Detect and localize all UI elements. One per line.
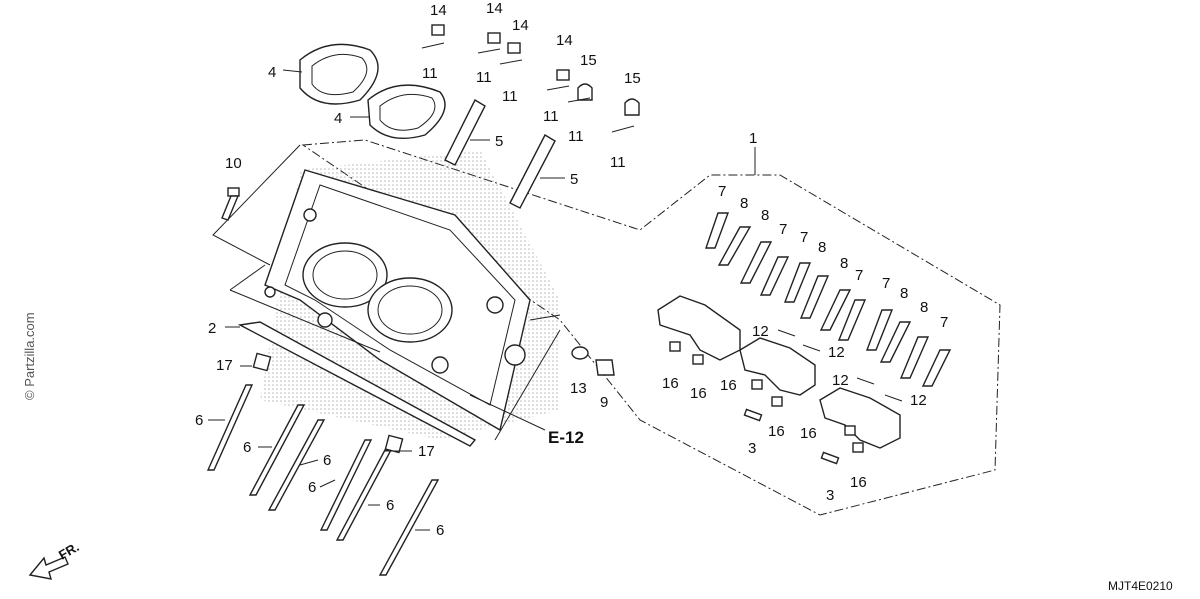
camshaft-holders <box>657 295 903 465</box>
callout-16: 16 <box>800 425 817 442</box>
callout-12: 12 <box>752 323 769 340</box>
callout-4: 4 <box>334 110 342 127</box>
callout-11: 11 <box>502 88 518 105</box>
washer-and-nut <box>571 346 615 376</box>
spark-plugs <box>444 99 565 209</box>
callout-3: 3 <box>748 440 756 457</box>
callout-16: 16 <box>720 377 737 394</box>
callout-8: 8 <box>818 239 826 256</box>
callout-12: 12 <box>832 372 849 389</box>
callout-8: 8 <box>920 299 928 316</box>
watermark: © Partzilla.com <box>22 312 37 400</box>
callout-8: 8 <box>900 285 908 302</box>
callout-8: 8 <box>761 207 769 224</box>
callout-13: 13 <box>570 380 587 397</box>
callout-1: 1 <box>749 130 757 147</box>
diagram-code: MJT4E0210 <box>1108 579 1173 593</box>
callout-4: 4 <box>268 64 276 81</box>
callout-17: 17 <box>216 357 233 374</box>
head-gasket <box>225 321 477 447</box>
callout-16: 16 <box>850 474 867 491</box>
callout-5: 5 <box>495 133 503 150</box>
callout-16: 16 <box>768 423 785 440</box>
callout-7: 7 <box>855 267 863 284</box>
callout-15: 15 <box>624 70 641 87</box>
callout-11: 11 <box>568 128 584 145</box>
callout-6: 6 <box>195 412 203 429</box>
plug-seal-rings <box>282 43 446 139</box>
callout-2: 2 <box>208 320 216 337</box>
callout-7: 7 <box>882 275 890 292</box>
callout-14: 14 <box>486 0 503 17</box>
callout-6: 6 <box>436 522 444 539</box>
callout-5: 5 <box>570 171 578 188</box>
callout-7: 7 <box>779 221 787 238</box>
callout-11: 11 <box>543 108 559 125</box>
cylinder-head-assembly-outline <box>301 139 1001 516</box>
bolt-10 <box>221 187 240 221</box>
callout-3: 3 <box>826 487 834 504</box>
callout-16: 16 <box>662 375 679 392</box>
reference-label: E-12 <box>548 428 584 447</box>
callout-6: 6 <box>386 497 394 514</box>
leader-lines <box>208 365 546 531</box>
callout-16: 16 <box>690 385 707 402</box>
rocker-bolts <box>705 212 952 387</box>
cap-nuts-and-pins <box>421 24 640 133</box>
callout-7: 7 <box>800 229 808 246</box>
callout-17: 17 <box>418 443 435 460</box>
callout-11: 11 <box>610 154 626 171</box>
callout-6: 6 <box>323 452 331 469</box>
studs <box>206 352 440 576</box>
callout-11: 11 <box>476 69 492 86</box>
callout-6: 6 <box>243 439 251 456</box>
callout-12: 12 <box>828 344 845 361</box>
callout-6: 6 <box>308 479 316 496</box>
callout-7: 7 <box>940 314 948 331</box>
callout-12: 12 <box>910 392 927 409</box>
callout-14: 14 <box>430 2 447 19</box>
cylinder-head <box>212 144 561 441</box>
callout-15: 15 <box>580 52 597 69</box>
callout-8: 8 <box>840 255 848 272</box>
callout-10: 10 <box>225 155 242 172</box>
callout-8: 8 <box>740 195 748 212</box>
callout-14: 14 <box>512 17 529 34</box>
callout-7: 7 <box>718 183 726 200</box>
callout-labels: 1 2 3 3 4 4 5 5 6 6 6 6 6 6 7 8 8 7 7 8 … <box>195 0 948 539</box>
front-direction-arrow: FR. <box>28 539 82 580</box>
callout-11: 11 <box>422 65 438 82</box>
callout-14: 14 <box>556 32 573 49</box>
callout-9: 9 <box>600 394 608 411</box>
